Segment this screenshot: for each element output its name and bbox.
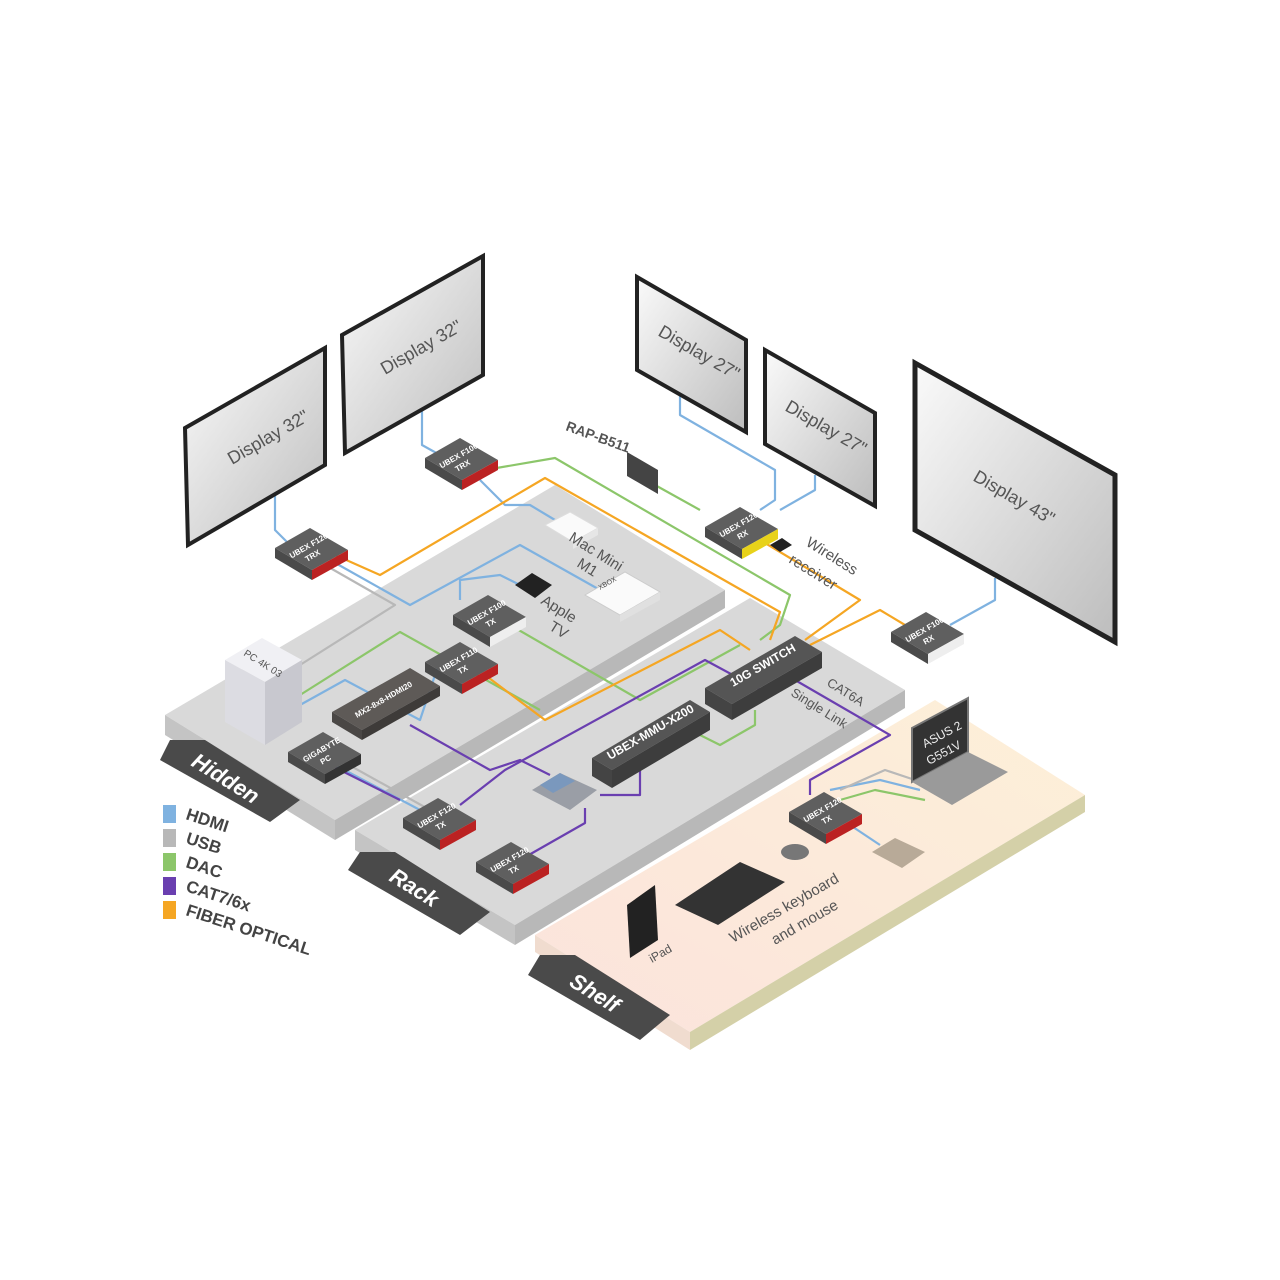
fiber-cable <box>334 476 782 641</box>
cat-cable <box>600 770 642 797</box>
dac-cable <box>654 484 701 511</box>
cat-cable <box>519 808 587 861</box>
hdmi-cable <box>479 479 556 521</box>
legend-swatch <box>163 877 176 895</box>
pc-tower: PC 4K 03 <box>225 638 302 745</box>
ipad <box>627 885 658 958</box>
hdmi-cable <box>329 543 601 607</box>
usb-cable <box>299 564 397 666</box>
display-43: Display 43" <box>912 358 1118 647</box>
wireless-mouse <box>781 844 809 860</box>
fiber-cable <box>809 608 906 646</box>
hdmi-cable <box>420 410 441 456</box>
display-27-right: Display 27" <box>763 346 877 510</box>
cat-cable <box>794 679 892 795</box>
dac-cable <box>299 630 541 711</box>
apple-tv <box>515 573 552 598</box>
wireless-keyboard <box>675 862 785 925</box>
hdmi-cable <box>678 395 777 511</box>
legend-swatch <box>163 901 176 919</box>
asus-laptop: ASUS 2 G551V <box>911 696 1008 805</box>
mac-mini <box>543 511 600 549</box>
dac-cable <box>509 624 741 702</box>
legend-item: DAC <box>163 853 225 882</box>
usb-cable <box>339 759 431 811</box>
rap-b511-panel <box>627 452 658 494</box>
usb-cable <box>839 768 916 792</box>
cables <box>273 395 997 861</box>
cisco-hub <box>532 773 597 810</box>
fiber-cable <box>759 539 862 641</box>
dac-cable <box>699 710 757 747</box>
cat-cable <box>409 724 551 776</box>
dac-cable <box>839 788 926 802</box>
hdmi-cable <box>949 578 997 626</box>
display-27-left: Display 27" <box>635 273 748 436</box>
mx2-matrix-switcher: MX2-8x8-HDMI20 <box>332 668 440 740</box>
asus-router <box>872 838 925 868</box>
hdmi-cable <box>273 490 291 546</box>
legend-swatch <box>163 829 176 847</box>
hdmi-cable <box>458 573 521 600</box>
rap-b511-label: RAP-B511 <box>564 418 633 456</box>
display-32-left: Display 32" <box>182 344 327 549</box>
legend-swatch <box>163 805 176 823</box>
hdmi-cable <box>779 475 817 511</box>
legend-swatch <box>163 853 176 871</box>
display-32-middle: Display 32" <box>339 252 485 457</box>
hdmi-cable <box>334 764 421 811</box>
wireless-receiver-dongle <box>770 538 792 552</box>
hdmi-cable <box>849 824 881 846</box>
fiber-cable <box>484 628 751 722</box>
